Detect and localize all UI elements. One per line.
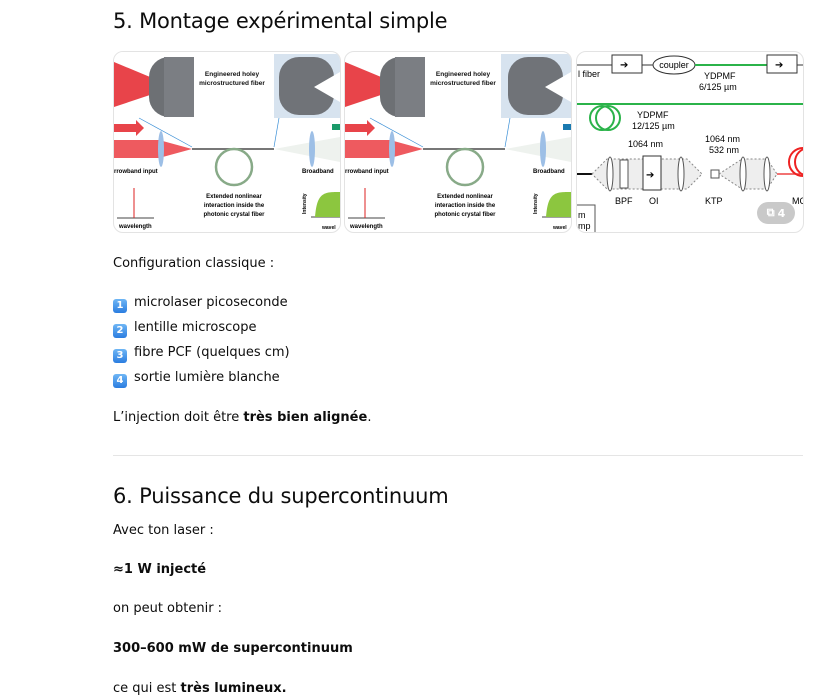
- keycap-4-icon: 4: [113, 374, 127, 388]
- list-item: 1 microlaser picoseconde: [113, 295, 288, 313]
- input-label: rrowband input: [114, 169, 158, 175]
- section-divider: [113, 455, 803, 456]
- y-axis-label: Intensity: [533, 193, 539, 214]
- box-label: mp: [578, 221, 591, 231]
- caption-line: Extended nonlinear: [437, 194, 493, 200]
- caption-line: Extended nonlinear: [206, 194, 262, 200]
- image-pcf-diagram-2[interactable]: rrowband input Broadband Extended nonlin…: [344, 51, 572, 233]
- list-item: 2 lentille microscope: [113, 320, 256, 338]
- mc-label: MC: [792, 196, 803, 206]
- list-item-text: sortie lumière blanche: [134, 370, 280, 385]
- box-label: m: [578, 210, 586, 220]
- ydpmf-size: 12/125 µm: [632, 121, 675, 131]
- y-axis-label: Intensity: [302, 193, 308, 214]
- fiber-label: l fiber: [578, 69, 600, 79]
- paragraph-text: ce qui est: [113, 681, 181, 696]
- arrow-icon: ➔: [620, 60, 628, 71]
- wavelength-label: 532 nm: [709, 145, 739, 155]
- x-axis-label: wavelength: [349, 224, 383, 230]
- caption-line: interaction inside the: [204, 203, 265, 209]
- list-item-text: fibre PCF (quelques cm): [134, 345, 290, 360]
- arrow-icon: ➔: [646, 170, 654, 181]
- more-images-badge[interactable]: ⧉ 4: [757, 202, 795, 224]
- keycap-3-icon: 3: [113, 349, 127, 363]
- ydpmf-label: YDPMF: [704, 71, 736, 81]
- list-item-text: lentille microscope: [134, 320, 257, 335]
- paragraph: ce qui est très lumineux.: [113, 681, 287, 696]
- wavelength-label: 1064 nm: [705, 134, 740, 144]
- x-axis-label: wavel: [321, 225, 336, 231]
- injection-note: L’injection doit être très bien alignée.: [113, 410, 371, 425]
- caption-line: photonic crystal fiber: [434, 212, 496, 218]
- section-6-heading: 6. Puissance du supercontinuum: [113, 484, 449, 508]
- keycap-1-icon: 1: [113, 299, 127, 313]
- note-text: L’injection doit être: [113, 410, 244, 425]
- paragraph-bold: 300–600 mW de supercontinuum: [113, 641, 353, 656]
- image-laser-setup[interactable]: ➔ coupler ➔ l fiber YDPMF 6/125 µm YDPMF…: [576, 51, 804, 233]
- output-label: Broadband: [302, 169, 334, 175]
- note-text: .: [367, 410, 372, 425]
- paragraph: Avec ton laser :: [113, 523, 214, 538]
- list-item: 4 sortie lumière blanche: [113, 370, 280, 388]
- coupler-label: coupler: [659, 60, 689, 70]
- input-label: rrowband input: [345, 169, 389, 175]
- list-item: 3 fibre PCF (quelques cm): [113, 345, 290, 363]
- paragraph-bold-text: très lumineux.: [180, 681, 287, 696]
- output-label: Broadband: [533, 169, 565, 175]
- keycap-2-icon: 2: [113, 324, 127, 338]
- fiber-label: Engineered holey microstructured fiber: [199, 71, 265, 87]
- images-icon: ⧉: [766, 206, 775, 219]
- arrow-icon: ➔: [775, 60, 783, 71]
- caption-line: interaction inside the: [435, 203, 496, 209]
- list-item-text: microlaser picoseconde: [134, 295, 288, 310]
- paragraph: on peut obtenir :: [113, 601, 223, 616]
- section-5-heading: 5. Montage expérimental simple: [113, 9, 448, 33]
- x-axis-label: wavel: [552, 225, 567, 231]
- ydpmf-label: YDPMF: [637, 110, 669, 120]
- more-images-count: 4: [777, 206, 786, 220]
- oi-label: OI: [649, 196, 659, 206]
- x-axis-label: wavelength: [118, 224, 152, 230]
- ydpmf-size: 6/125 µm: [699, 82, 737, 92]
- intro-text: Configuration classique :: [113, 256, 275, 271]
- image-pcf-diagram-1[interactable]: rrowband input Broadband Extended nonlin…: [113, 51, 341, 233]
- paragraph-bold: ≈1 W injecté: [113, 562, 207, 577]
- fiber-label: Engineered holey microstructured fiber: [430, 71, 496, 87]
- note-bold: très bien alignée: [243, 410, 368, 425]
- ktp-label: KTP: [705, 196, 723, 206]
- bpf-label: BPF: [615, 196, 633, 206]
- wavelength-label: 1064 nm: [628, 139, 663, 149]
- caption-line: photonic crystal fiber: [203, 212, 265, 218]
